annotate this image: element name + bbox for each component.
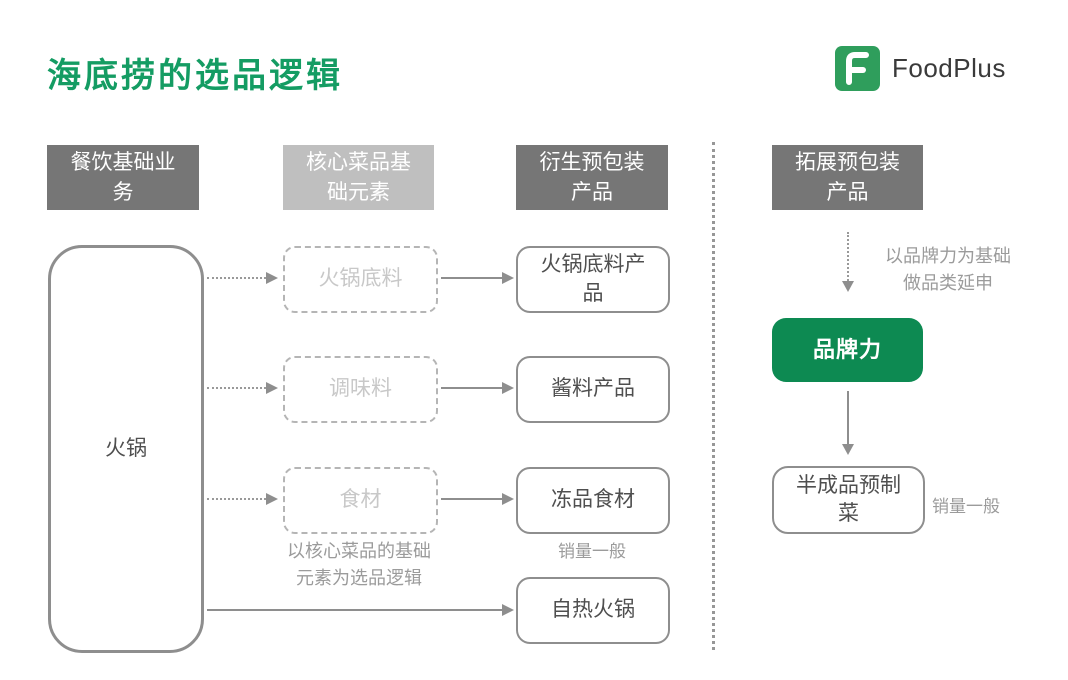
column-header-derived-prepackaged: 衍生预包装 产品 — [516, 145, 668, 210]
arrow-hotpot-to-self-heating — [207, 604, 514, 616]
column-header-extended-prepackaged: 拓展预包装 产品 — [772, 145, 923, 210]
premade-sales-note: 销量一般 — [932, 497, 1000, 516]
dotted-arrow-hotpot-to-seasoning — [207, 382, 278, 394]
arrow-seasoning-to-sauce — [441, 382, 514, 394]
node-brand-power: 品牌力 — [772, 318, 923, 382]
node-soup-base-product: 火锅底料产 品 — [516, 246, 670, 313]
elements-logic-caption: 以核心菜品的基础 元素为选品逻辑 — [287, 541, 431, 588]
brand-logo: FoodPlus — [835, 46, 1006, 91]
section-divider — [712, 142, 715, 650]
node-seasoning: 调味料 — [283, 356, 438, 423]
arrow-ingredients-to-frozen — [441, 493, 514, 505]
dotted-arrow-header-to-brand-power — [842, 232, 854, 292]
arrow-brand-power-to-premade — [842, 391, 854, 455]
node-ingredients: 食材 — [283, 467, 438, 534]
dotted-arrow-hotpot-to-soup-base — [207, 272, 278, 284]
column-header-restaurant-base: 餐饮基础业 务 — [47, 145, 199, 210]
node-hotpot: 火锅 — [48, 245, 204, 653]
brand-power-annotation: 以品牌力为基础 做品类延申 — [885, 246, 1011, 293]
brand-name: FoodPlus — [892, 53, 1006, 83]
node-self-heating-hotpot: 自热火锅 — [516, 577, 670, 644]
frozen-food-sales-note: 销量一般 — [558, 542, 626, 561]
node-frozen-food: 冻品食材 — [516, 467, 670, 534]
column-header-core-dish-elements: 核心菜品基 础元素 — [283, 145, 434, 210]
arrow-soup-base-to-product — [441, 272, 514, 284]
node-sauce-product: 酱料产品 — [516, 356, 670, 423]
node-hotpot-soup-base: 火锅底料 — [283, 246, 438, 313]
node-premade-dishes: 半成品预制 菜 — [772, 466, 925, 534]
dotted-arrow-hotpot-to-ingredients — [207, 493, 278, 505]
page-title: 海底捞的选品逻辑 — [47, 57, 343, 95]
foodplus-logo-icon — [835, 46, 880, 91]
